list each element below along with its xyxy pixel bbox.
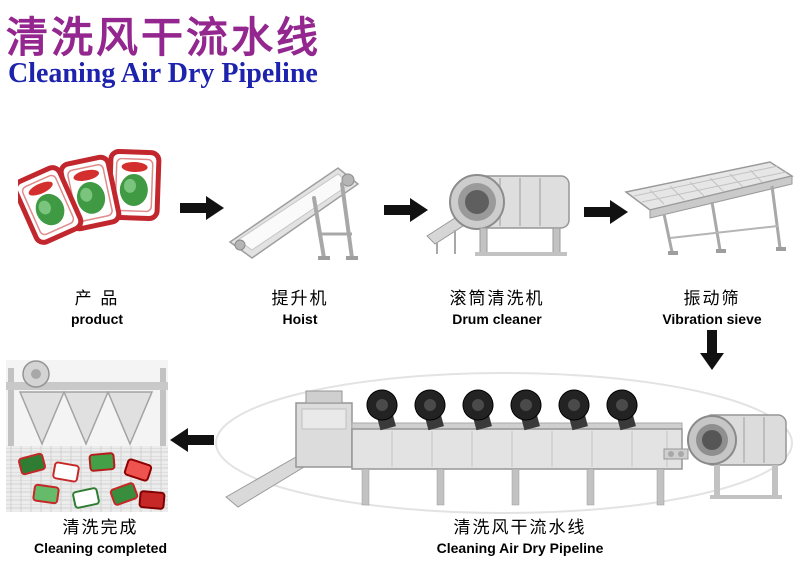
- arrow-down-icon: [700, 330, 724, 370]
- product-image: [18, 142, 173, 267]
- arrow-right-icon: [384, 198, 428, 222]
- completed-label: 清洗完成 Cleaning completed: [18, 517, 183, 557]
- step-label-hoist-zh: 提升机: [271, 289, 329, 308]
- step-label-hoist: 提升机 Hoist: [230, 288, 370, 328]
- step-label-hoist-en: Hoist: [282, 311, 318, 328]
- page-title-zh: 清洗风干流水线: [6, 14, 322, 61]
- arrow-right-icon: [584, 200, 628, 224]
- step-label-vibration-sieve: 振动筛 Vibration sieve: [627, 288, 797, 328]
- step-label-drum-cleaner-zh: 滚筒清洗机: [449, 289, 545, 308]
- pipeline-image: [212, 365, 797, 515]
- arrow-right-icon: [180, 196, 224, 220]
- step-label-drum-cleaner: 滚筒清洗机 Drum cleaner: [417, 288, 577, 328]
- completed-label-zh: 清洗完成: [62, 518, 139, 537]
- drum-cleaner-image: [425, 150, 580, 262]
- step-label-product-en: product: [70, 311, 124, 328]
- step-label-vibration-sieve-en: Vibration sieve: [662, 311, 762, 328]
- pipeline-label-zh: 清洗风干流水线: [453, 518, 587, 537]
- arrow-left-icon: [170, 428, 214, 452]
- pipeline-label: 清洗风干流水线 Cleaning Air Dry Pipeline: [395, 517, 645, 557]
- completed-label-en: Cleaning completed: [33, 540, 168, 557]
- pipeline-label-en: Cleaning Air Dry Pipeline: [436, 540, 604, 557]
- step-label-drum-cleaner-en: Drum cleaner: [452, 311, 542, 328]
- vibration-sieve-image: [620, 152, 798, 257]
- hoist-image: [226, 142, 378, 264]
- cleaning-completed-image: [6, 360, 168, 512]
- step-label-product: 产 品 product: [27, 288, 167, 328]
- page-title-en: Cleaning Air Dry Pipeline: [8, 58, 318, 89]
- step-label-vibration-sieve-zh: 振动筛: [683, 289, 741, 308]
- step-label-product-zh: 产 品: [74, 289, 120, 308]
